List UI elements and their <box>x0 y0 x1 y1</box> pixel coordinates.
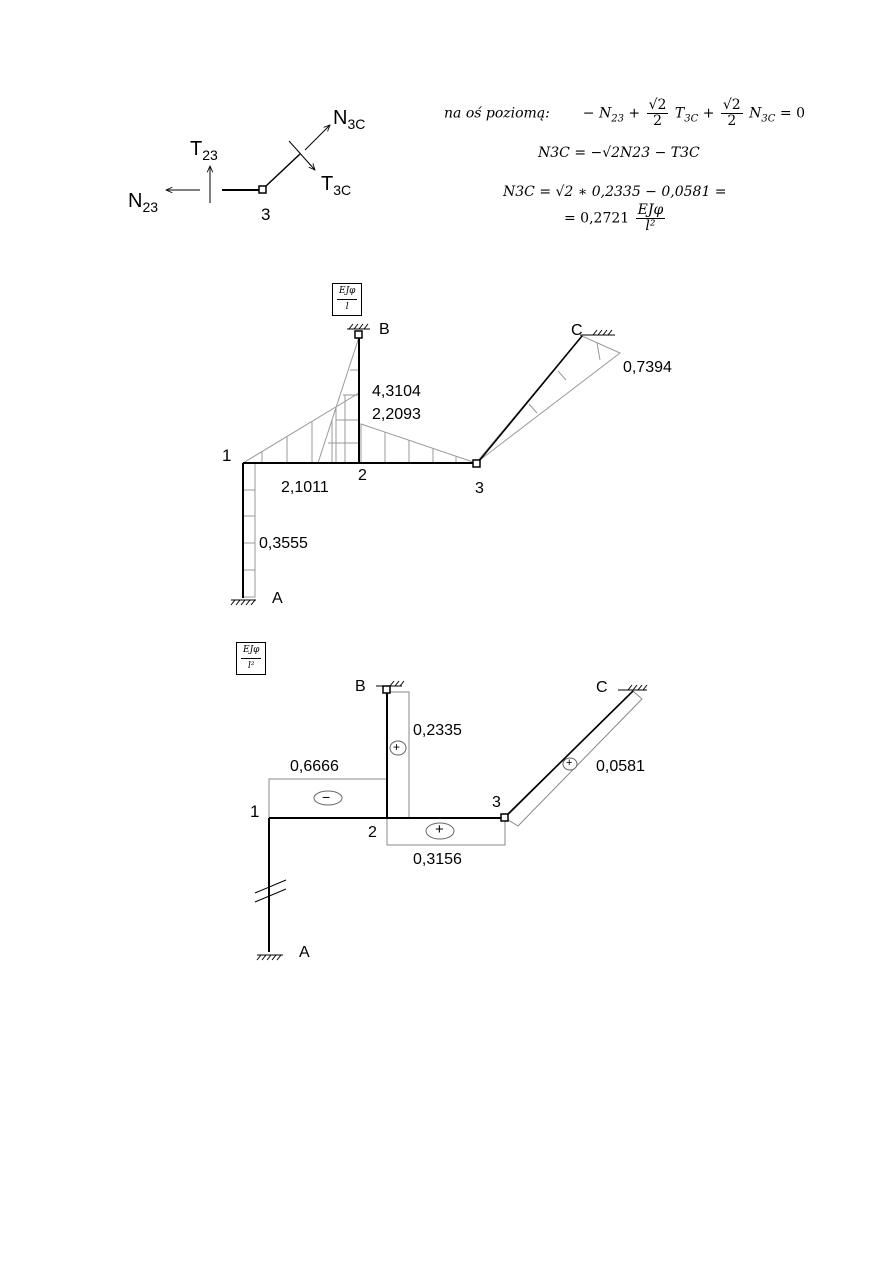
arrow-n3c <box>304 125 330 151</box>
moment-area-beam-12 <box>241 392 360 464</box>
node-b-label: B <box>355 678 366 695</box>
sign-minus: − <box>322 789 331 805</box>
sign-plus: + <box>566 757 573 769</box>
force-value: 0,0581 <box>596 758 645 775</box>
hinge-3 <box>258 185 267 194</box>
node-2-label: 2 <box>368 824 377 841</box>
moment-value: 0,3555 <box>259 535 308 552</box>
sign-ellipse <box>313 790 343 806</box>
force-value: 0,6666 <box>290 758 339 775</box>
bar-3-c <box>506 690 634 816</box>
hinge-3 <box>472 459 481 468</box>
bar-3c <box>265 153 301 187</box>
hinge-b <box>354 330 363 339</box>
support-c <box>618 684 648 691</box>
hinge-b <box>382 685 391 694</box>
node-3-label: 3 <box>475 480 484 497</box>
bar-3-c <box>478 335 583 462</box>
node-3-label: 3 <box>492 794 501 811</box>
moment-diagram <box>230 323 621 606</box>
zero-mark <box>254 879 287 903</box>
sign-ellipse <box>425 822 455 840</box>
node-a-label: A <box>272 590 283 607</box>
moment-area-bar-3c <box>475 335 621 464</box>
sign-plus: + <box>435 821 444 838</box>
node-c-label: C <box>571 322 583 339</box>
label-node-3: 3 <box>261 205 271 224</box>
sign-ellipse <box>562 757 578 771</box>
support-b <box>376 680 405 687</box>
moment-area-column-2b <box>317 336 360 464</box>
support-a <box>256 954 283 961</box>
axis-label: na oś poziomą: <box>444 105 550 122</box>
label-n23: N23 <box>128 190 159 215</box>
force-value: 0,2335 <box>413 722 462 739</box>
support-c <box>580 329 615 336</box>
node-b-label: B <box>379 321 390 338</box>
force-diagram <box>254 680 648 961</box>
node-2-label: 2 <box>358 467 367 484</box>
label-t23: T23 <box>190 138 218 163</box>
label-t3c: T3C <box>321 173 352 198</box>
equation-line-3: N3C = √2 ∗ 0,2335 − 0,0581 = <box>503 184 727 200</box>
force-sketch <box>166 125 330 203</box>
sign-ellipse <box>389 740 407 756</box>
label-n3c: N3C <box>333 107 366 132</box>
hinge-3 <box>500 813 509 822</box>
moment-value: 0,7394 <box>623 359 672 376</box>
sign-plus: + <box>393 740 401 754</box>
node-1-label: 1 <box>222 446 232 465</box>
moment-value: 4,3104 <box>372 383 421 400</box>
arrow-t3c <box>288 140 315 170</box>
force-value: 0,3156 <box>413 851 462 868</box>
moment-area-beam-23 <box>360 423 477 464</box>
equation-line-2: N3C = −√2N23 − T3C <box>538 145 700 161</box>
support-a <box>230 599 256 606</box>
support-b <box>347 323 370 330</box>
moment-area-column-1a <box>242 462 256 598</box>
node-a-label: A <box>299 944 310 961</box>
node-c-label: C <box>596 679 608 696</box>
moment-value: 2,2093 <box>372 406 421 423</box>
node-1-label: 1 <box>250 802 260 821</box>
moment-value: 2,1011 <box>281 479 329 496</box>
